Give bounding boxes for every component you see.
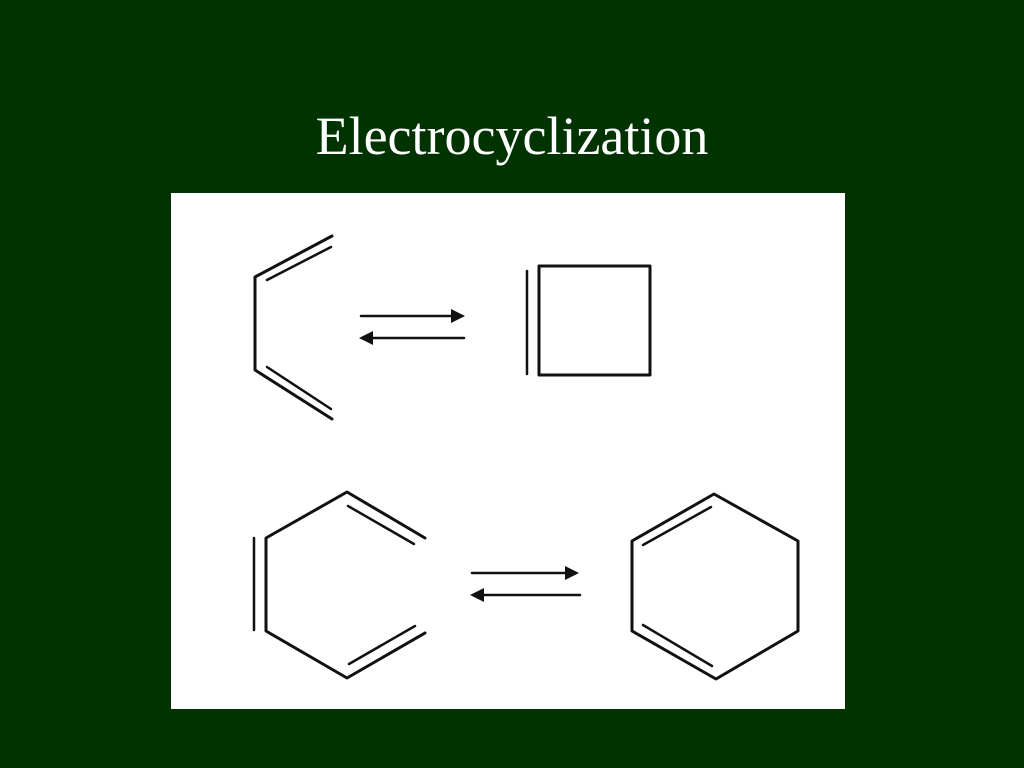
slide-title: Electrocyclization — [315, 106, 709, 166]
cyclohexadiene-structure — [630, 492, 800, 681]
reaction-diagram — [252, 234, 800, 681]
equilibrium-arrows-2 — [470, 566, 582, 602]
butadiene-structure — [253, 234, 334, 421]
cyclobutene-structure — [525, 264, 652, 377]
hexatriene-structure — [252, 490, 427, 680]
reaction-figure — [171, 193, 845, 709]
equilibrium-arrows-1 — [359, 309, 466, 345]
